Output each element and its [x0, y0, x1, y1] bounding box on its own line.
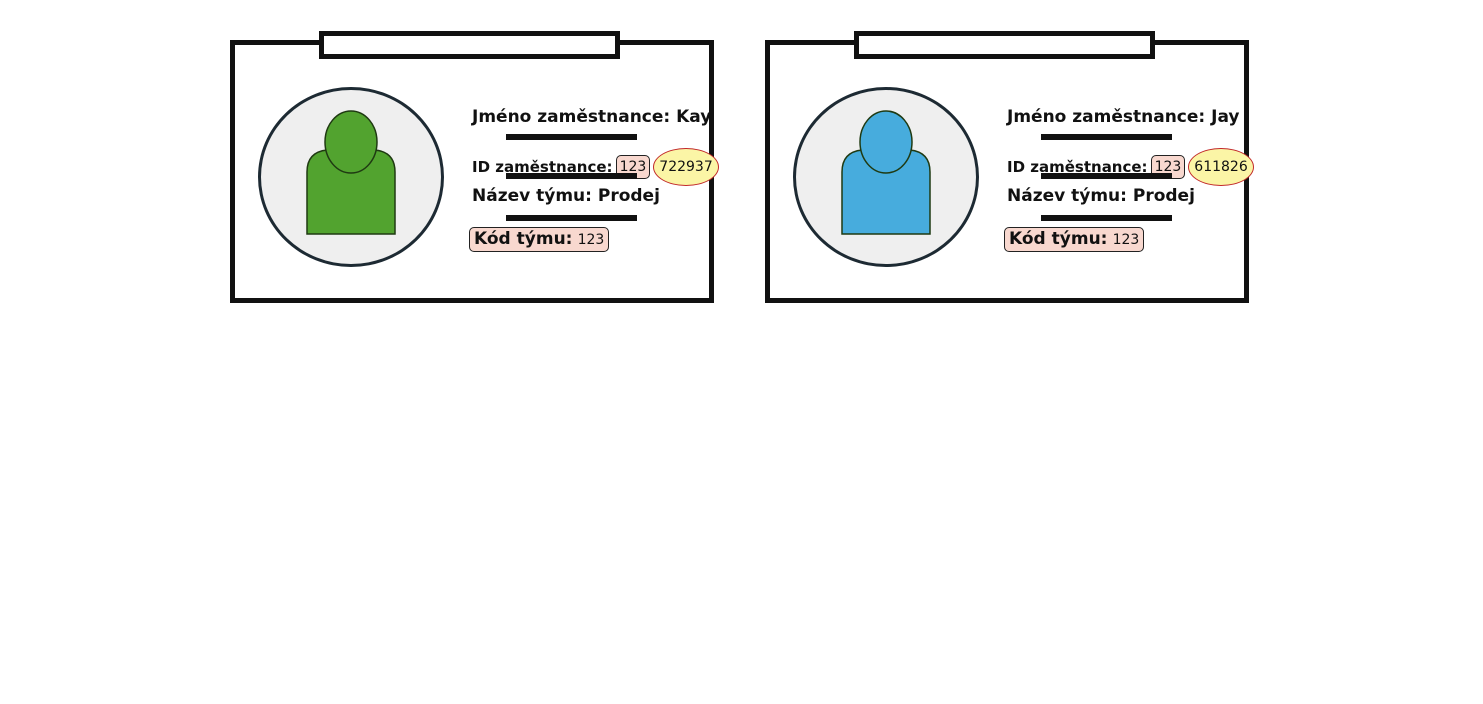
employee-id-number: 611826 [1188, 148, 1254, 186]
badge-clip [319, 31, 620, 59]
team-code-box: Kód týmu: 123 [1004, 227, 1145, 252]
employee-id-label: ID zaměstnance: [1007, 158, 1148, 176]
employee-badge-kay: Jméno zaměstnance: Kay ID zaměstnance: 1… [215, 0, 735, 310]
badge-clip [854, 31, 1155, 59]
employee-name: Jméno zaměstnance: Jay [1007, 107, 1240, 127]
divider-line [506, 134, 637, 140]
person-icon [306, 110, 396, 235]
team-code-box: Kód týmu: 123 [469, 227, 610, 252]
team-code-value: 123 [577, 232, 605, 248]
employee-id-label: ID zaměstnance: [472, 158, 613, 176]
divider-line [1041, 215, 1172, 221]
team-code-value: 123 [1112, 232, 1140, 248]
employee-badge-jay: Jméno zaměstnance: Jay ID zaměstnance: 1… [750, 0, 1270, 310]
divider-line [1041, 134, 1172, 140]
person-head [324, 110, 378, 174]
employee-id-row: ID zaměstnance: 123 722937 [472, 148, 719, 186]
divider-line [506, 215, 637, 221]
employee-name: Jméno zaměstnance: Kay [472, 107, 712, 127]
employee-id-number: 722937 [653, 148, 719, 186]
divider-line [1041, 173, 1172, 179]
photo-frame [793, 87, 979, 267]
team-name: Název týmu: Prodej [1007, 186, 1195, 206]
person-icon [841, 110, 931, 235]
employee-id-row: ID zaměstnance: 123 611826 [1007, 148, 1254, 186]
team-name: Název týmu: Prodej [472, 186, 660, 206]
team-code-label: Kód týmu: [1009, 229, 1108, 249]
team-code-label: Kód týmu: [474, 229, 573, 249]
divider-line [506, 173, 637, 179]
person-head [859, 110, 913, 174]
photo-frame [258, 87, 444, 267]
